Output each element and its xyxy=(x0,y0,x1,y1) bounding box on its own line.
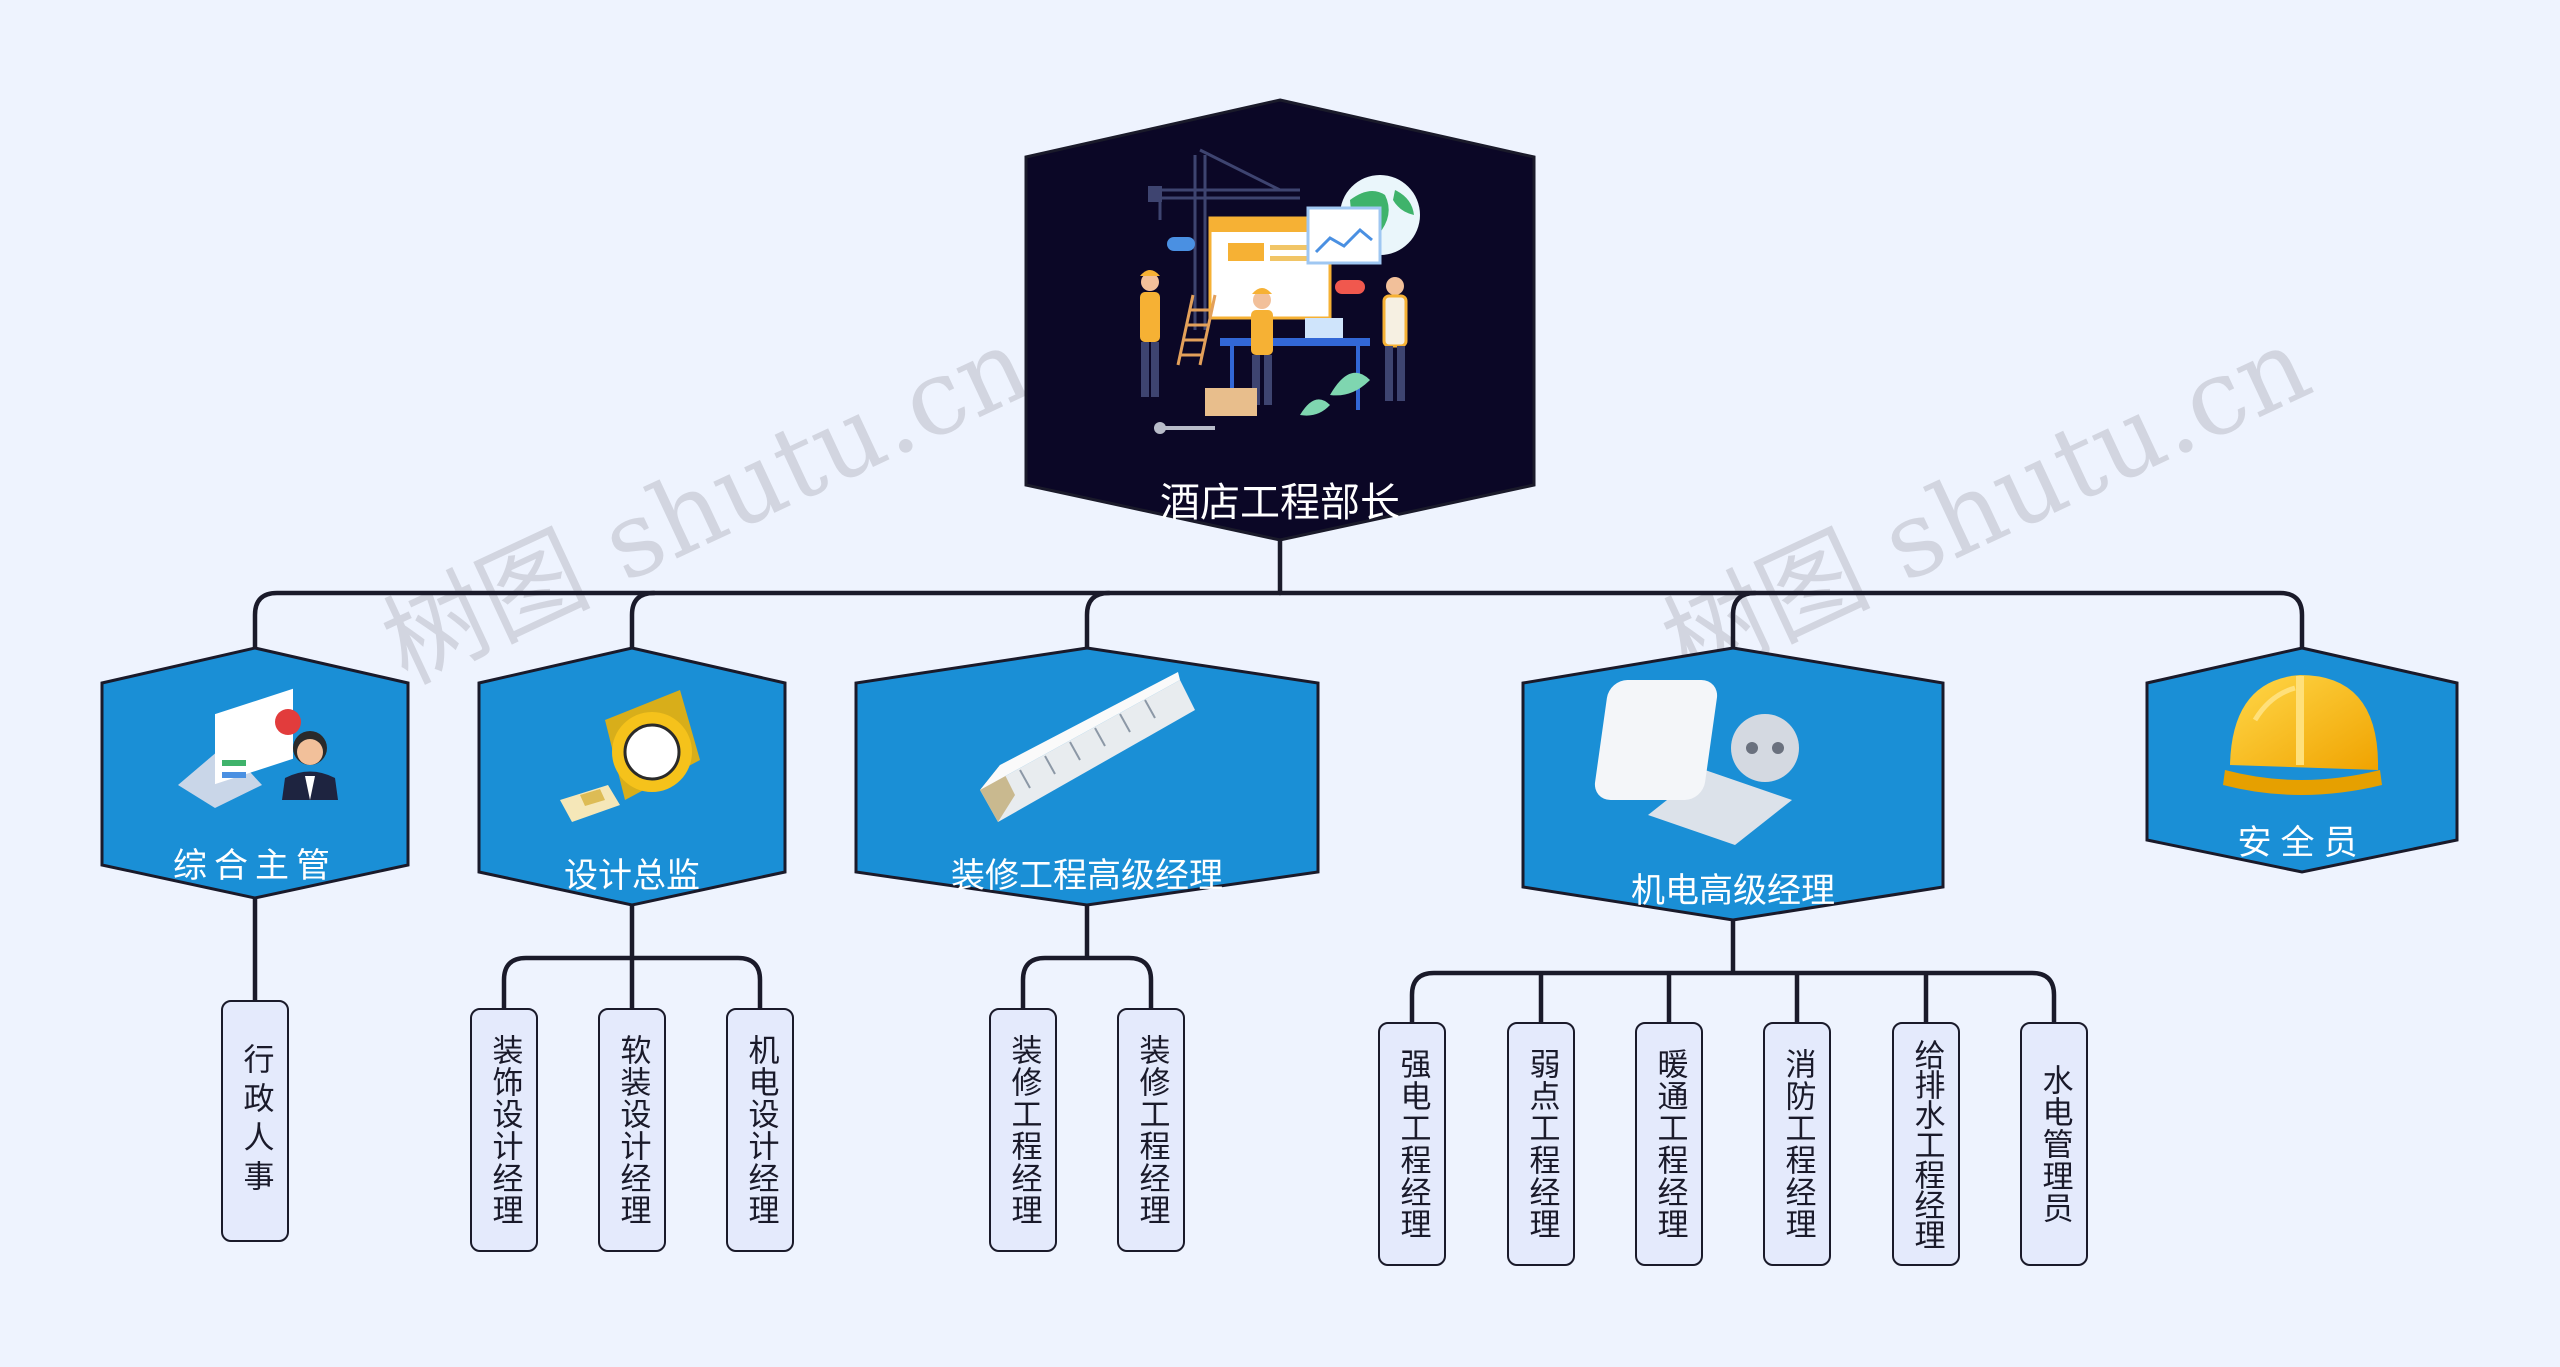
leaf-node[interactable]: 弱点工程经理 xyxy=(1507,1022,1575,1266)
leaf-label: 行政人事 xyxy=(237,1043,274,1199)
root-node[interactable] xyxy=(1024,98,1536,542)
connector-dept-3 xyxy=(1084,590,1112,651)
hard-hat-icon xyxy=(2223,675,2382,795)
connectors xyxy=(252,537,2305,1025)
ruler-icon xyxy=(980,672,1195,822)
leaf-node[interactable]: 暖通工程经理 xyxy=(1635,1022,1703,1266)
dept-node-4[interactable] xyxy=(1521,646,1945,922)
connector-dept-4 xyxy=(1730,590,1758,651)
tape-measure-icon xyxy=(560,690,700,822)
construction-team-icon xyxy=(1140,148,1420,434)
dept-label-2: 设计总监 xyxy=(564,856,700,896)
power-socket-icon xyxy=(1594,680,1799,845)
dept-label-3: 装修工程高级经理 xyxy=(951,856,1223,896)
leaf-node[interactable]: 行政人事 xyxy=(221,1000,289,1242)
connector-leaf-group-2 xyxy=(501,902,763,1011)
connector-leaf-group-3 xyxy=(1020,902,1154,1011)
leaf-label: 装饰设计经理 xyxy=(486,1034,523,1226)
leaf-label: 水电管理员 xyxy=(2036,1064,2073,1224)
dept-node-5[interactable] xyxy=(2145,646,2459,874)
leaf-label: 给排水工程经理 xyxy=(1908,1039,1945,1249)
leaf-node[interactable]: 装饰设计经理 xyxy=(470,1008,538,1252)
leaf-node[interactable]: 装修工程经理 xyxy=(1117,1008,1185,1252)
presentation-manager-icon xyxy=(178,688,338,808)
dept-node-3[interactable] xyxy=(854,646,1320,907)
connector-leaf-group-4 xyxy=(1409,917,2057,1025)
leaf-node[interactable]: 机电设计经理 xyxy=(726,1008,794,1252)
leaf-label: 暖通工程经理 xyxy=(1651,1048,1688,1240)
leaf-node[interactable]: 消防工程经理 xyxy=(1763,1022,1831,1266)
leaf-label: 消防工程经理 xyxy=(1779,1048,1816,1240)
connector-trunk xyxy=(252,590,2305,651)
leaf-label: 装修工程经理 xyxy=(1133,1034,1170,1226)
leaf-label: 装修工程经理 xyxy=(1005,1034,1042,1226)
root-label: 酒店工程部长 xyxy=(1160,480,1400,526)
leaf-label: 机电设计经理 xyxy=(742,1034,779,1226)
leaf-label: 软装设计经理 xyxy=(614,1034,651,1226)
leaf-node[interactable]: 给排水工程经理 xyxy=(1892,1022,1960,1266)
leaf-node[interactable]: 装修工程经理 xyxy=(989,1008,1057,1252)
dept-label-5: 安全员 xyxy=(2237,823,2367,863)
leaf-node[interactable]: 水电管理员 xyxy=(2020,1022,2088,1266)
leaf-node[interactable]: 强电工程经理 xyxy=(1378,1022,1446,1266)
leaf-label: 强电工程经理 xyxy=(1394,1048,1431,1240)
dept-label-1: 综合主管 xyxy=(173,846,337,886)
connector-dept-2 xyxy=(629,590,657,651)
dept-node-1[interactable] xyxy=(100,646,410,900)
leaf-node[interactable]: 软装设计经理 xyxy=(598,1008,666,1252)
dept-label-4: 机电高级经理 xyxy=(1631,871,1835,911)
dept-node-2[interactable] xyxy=(477,646,787,907)
leaf-label: 弱点工程经理 xyxy=(1523,1048,1560,1240)
